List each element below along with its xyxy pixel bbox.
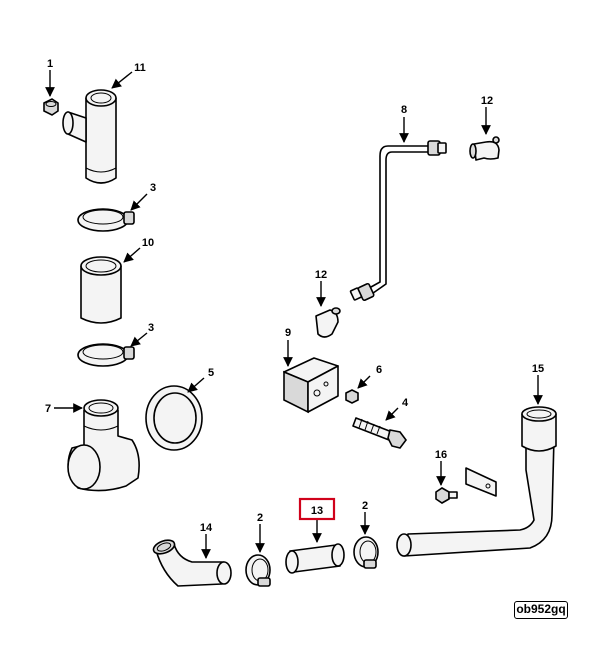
callout-labels: 1 11 3 10 3 7 5 8 12 12 9 6 4 15 16 14 2… [45,58,544,534]
callout-8: 8 [401,104,407,116]
callout-6: 6 [376,364,382,376]
part-7-elbow-housing [67,399,140,492]
part-15-bent-pipe [396,406,557,557]
callout-10: 10 [142,237,154,249]
part-2-clamp-left [245,554,271,587]
callout-12-upper: 12 [481,95,493,107]
part-13-hose [285,543,345,574]
leader-6 [357,375,371,389]
callout-12-lower: 12 [315,269,327,281]
callout-15: 15 [532,363,544,375]
part-3-clamp-lower [77,343,135,367]
callout-7: 7 [45,403,51,415]
leader-arrows [45,70,543,559]
part-14-elbow-hose [152,539,232,587]
callout-5: 5 [208,367,214,379]
leader-3-upper [130,193,148,211]
part-5-gasket-ring [145,385,203,451]
part-8-metal-tube [349,140,447,302]
callout-14: 14 [200,522,213,534]
part-10-sleeve [80,256,122,324]
highlighted-callout-13: 13 [298,497,336,521]
part-9-block [283,357,339,414]
callout-16: 16 [435,449,447,461]
part-2-clamp-right [353,536,379,569]
part-3-clamp-upper [77,208,135,232]
reference-code-label: ob952gq [514,601,568,619]
callout-1: 1 [47,58,53,70]
leader-4 [385,407,399,421]
callout-11: 11 [134,62,146,74]
part-4-bolt [352,417,407,449]
callout-3-upper: 3 [150,182,156,194]
part-6-small-bolt [345,389,359,404]
callout-13: 13 [311,505,323,517]
part-12-elbow-fitting-upper [469,136,500,161]
part-11-tee-pipe [62,89,117,184]
part-1-nut [43,98,59,116]
callout-9: 9 [285,327,291,339]
leader-10 [123,247,141,263]
callout-2-right: 2 [362,500,368,512]
leader-11 [111,71,133,89]
callout-2-left: 2 [257,512,263,524]
part-16-bolt [435,487,458,504]
leader-3-lower [130,332,148,347]
leader-5 [187,377,205,393]
part-12-elbow-fitting-lower [315,307,341,338]
highlight-box [298,497,336,521]
callout-3-lower: 3 [148,322,154,334]
callout-4: 4 [402,397,409,409]
